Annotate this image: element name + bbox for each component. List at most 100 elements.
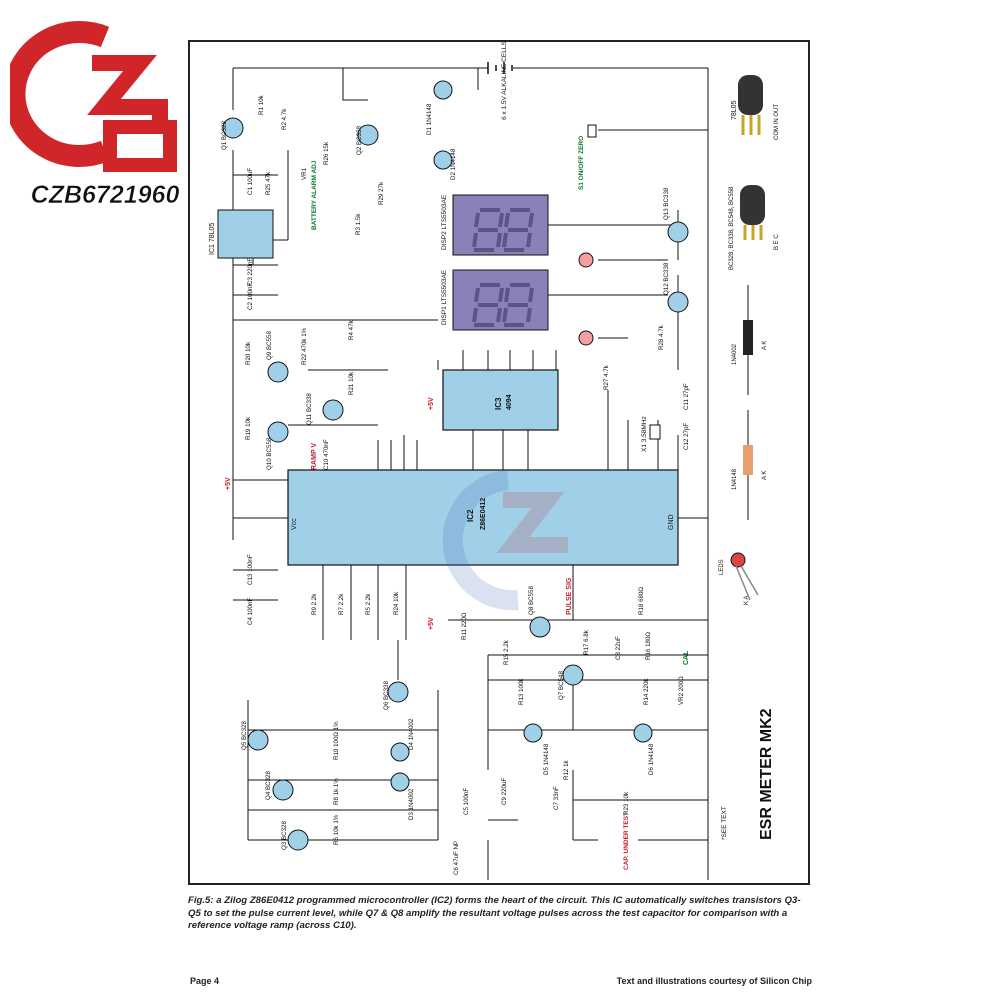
label-r5: R5 2.2k [365, 593, 372, 615]
schematic-title: ESR METER MK2 [758, 708, 775, 840]
footer-credit: Text and illustrations courtesy of Silic… [616, 976, 812, 986]
label-c4: C4 100nF [247, 598, 254, 625]
label-q7: Q7 BC548 [558, 671, 565, 700]
label-q13: Q13 BC338 [663, 187, 670, 220]
label-r19: R19 10k [245, 416, 252, 440]
svg-text:A K: A K [762, 341, 768, 350]
svg-text:LEDS: LEDS [719, 559, 725, 575]
transistor-q9 [267, 361, 289, 383]
label-r22: R22 470k 1% [301, 327, 308, 365]
ic2-part: Z86E0412 [480, 498, 487, 530]
label-q5: Q5 BC328 [241, 721, 248, 750]
cal-label: CAL [683, 650, 690, 665]
see-text: *SEE TEXT [721, 806, 728, 840]
battery-adj-label: BATTERY ALARM ADJ [311, 160, 318, 230]
label-c8: C8 22uF [615, 636, 622, 660]
ic1-label: IC1 78L05 [209, 223, 216, 255]
svg-text:A K: A K [762, 471, 768, 480]
label-c11: C11 27pF [683, 383, 690, 410]
label-r20: R20 10k [245, 341, 252, 365]
transistor-q11 [322, 399, 344, 421]
transistor-q5 [247, 729, 269, 751]
seven-seg-digits [472, 208, 534, 327]
label-q2: Q2 BC338 [356, 126, 363, 155]
label-d1: D1 1N4148 [426, 103, 433, 135]
switch-label: S1 ON/OFF ZERO [578, 136, 585, 190]
ic2-ref: IC2 [466, 509, 475, 522]
label-c1: C1 100uF [247, 168, 254, 195]
label-r16: R16 180Ω [645, 632, 652, 660]
label-r7: R7 2.2k [338, 593, 345, 615]
label-r13: R13 100k [518, 678, 525, 705]
switch-s1 [587, 124, 597, 138]
label-c10: C10 470nF [323, 439, 330, 470]
label-d3: D3 1N4002 [408, 788, 415, 820]
diode-d2 [433, 150, 453, 170]
logo-text: CZB6721960 [31, 181, 180, 209]
plus5-ic3: +5V [428, 397, 435, 410]
transistor-q10 [267, 421, 289, 443]
label-r8: R8 1k 1% [333, 778, 340, 805]
svg-text:K A: K A [744, 596, 750, 605]
label-r27: R27 4.7k [603, 364, 610, 390]
label-r23: R23 10k [623, 791, 630, 815]
led-1 [578, 330, 594, 346]
svg-text:COM IN OUT: COM IN OUT [774, 104, 780, 140]
ramp-label: RAMP V [311, 443, 318, 470]
disp1-label: DISP1 LTS5503AE [441, 269, 448, 325]
label-r25: R25 47k [265, 171, 272, 195]
crystal-label: X1 3.58MHz [641, 416, 648, 452]
transistor-q1 [222, 117, 244, 139]
diode-d4 [390, 742, 410, 762]
label-q8: Q8 BC558 [528, 586, 535, 615]
ic2-microcontroller [287, 469, 679, 566]
label-c5: C5 100nF [463, 788, 470, 815]
label-r21: R21 10k [348, 371, 355, 395]
transistor-q4 [272, 779, 294, 801]
label-d4: D4 1N4002 [408, 718, 415, 750]
label-r1: R1 10k [258, 94, 265, 115]
svg-text:BC328, BC338, BC548, BC558: BC328, BC338, BC548, BC558 [729, 186, 735, 270]
label-d2: D2 1N4148 [450, 148, 457, 180]
diode-d5 [523, 723, 543, 743]
label-r2: R2 4.7k [281, 108, 288, 130]
part-1n4002: 1N4002 A K [732, 285, 768, 395]
label-q1: Q1 BC328 [221, 121, 228, 150]
ic2-vcc: Vcc [291, 518, 298, 530]
transistor-q13 [667, 221, 689, 243]
label-r24: R24 10k [393, 591, 400, 615]
transistor-q12 [667, 291, 689, 313]
schematic-diagram: IC2 Z86E0412 Vcc GND IC3 4094 IC1 78L05 … [209, 41, 780, 880]
label-r11: R11 220Ω [461, 612, 468, 640]
label-c6: C6 47uF NP [453, 841, 460, 875]
transistor-q2 [357, 124, 379, 146]
crystal-x1 [649, 424, 661, 440]
part-led: LEDS K A [719, 552, 759, 605]
brand-logo: CZB6721960 [3, 15, 200, 210]
label-r15: R15 2.2k [503, 639, 510, 665]
pulse-label: PULSE SIG [566, 577, 573, 615]
led-2 [578, 252, 594, 268]
leds [578, 252, 594, 346]
figure-caption: Fig.5: a Zilog Z86E0412 programmed micro… [188, 895, 801, 931]
label-r28: R28 4.7k [658, 324, 665, 350]
label-c9: C9 220uF [501, 778, 508, 805]
logo-mark [3, 21, 177, 172]
plus5-left: +5V [225, 477, 232, 490]
svg-text:B E C: B E C [774, 234, 780, 250]
label-d6: D6 1N4148 [648, 743, 655, 775]
label-q9: Q9 BC558 [266, 331, 273, 360]
svg-text:1N4148: 1N4148 [732, 468, 738, 490]
diode-d1 [433, 80, 453, 100]
plus5-bottom: +5V [428, 617, 435, 630]
label-r12: R12 1k [563, 759, 570, 780]
part-1n4148: 1N4148 A K [732, 410, 768, 520]
label-r4: R4 47k [348, 319, 355, 340]
diodes [390, 80, 653, 792]
label-r29: R29 27k [378, 181, 385, 205]
label-vr1: VR1 [301, 167, 308, 180]
ic3-part: 4094 [506, 394, 513, 410]
label-c2: C2 100nF [247, 283, 254, 310]
schematic-frame [188, 40, 810, 885]
label-c7: C7 33nF [553, 786, 560, 810]
